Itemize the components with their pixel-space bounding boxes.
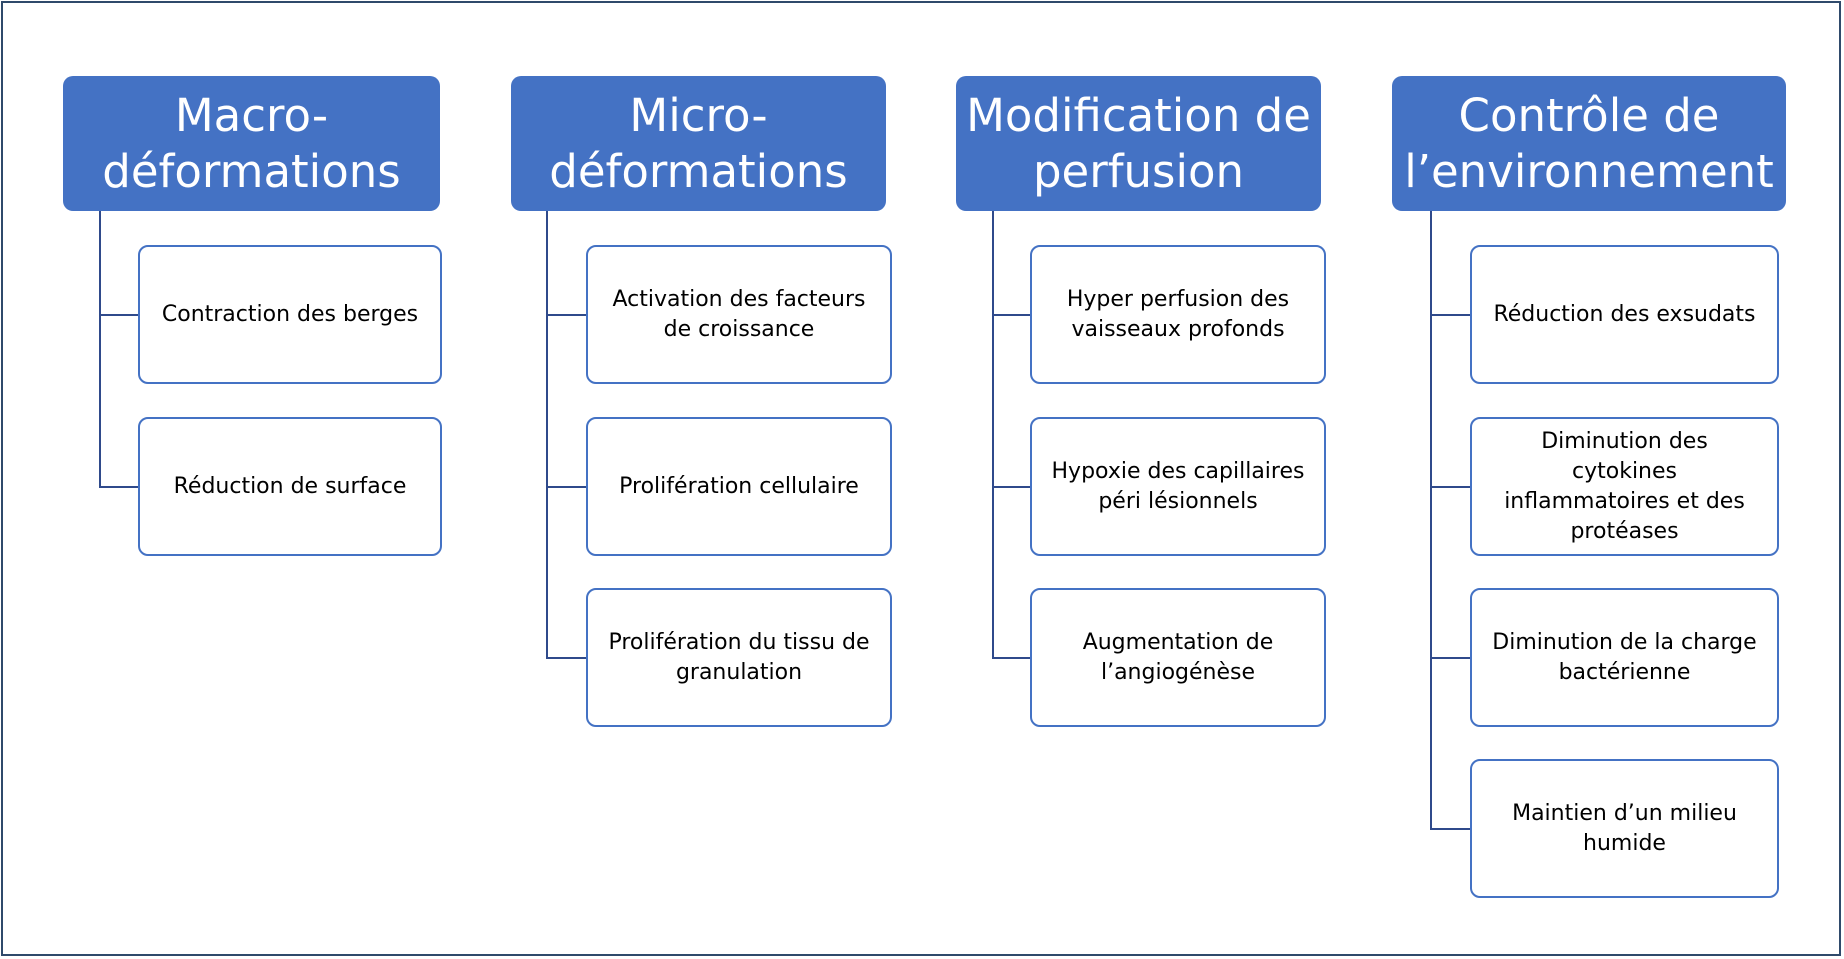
child-node-text: Augmentation de l’angiogénèse xyxy=(1082,629,1274,685)
connector-branch-1-1 xyxy=(99,314,139,316)
child-node-text: Prolifération cellulaire xyxy=(619,473,859,499)
connector-trunk-2 xyxy=(546,211,548,659)
child-node-text: Activation des facteurs de croissance xyxy=(612,286,866,342)
column-header-macro-deformations: Macro- déformations xyxy=(63,76,440,211)
child-node-text: Prolifération du tissu de granulation xyxy=(608,629,870,685)
connector-branch-2-1 xyxy=(546,314,588,316)
column-header-text: Contrôle de l’environnement xyxy=(1404,88,1774,198)
column-header-controle-de-l-environnement: Contrôle de l’environnement xyxy=(1392,76,1786,211)
connector-branch-4-3 xyxy=(1430,657,1472,659)
connector-branch-1-2 xyxy=(99,486,139,488)
child-node: Diminution de la charge bactérienne xyxy=(1470,588,1779,727)
child-node-text: Contraction des berges xyxy=(161,301,419,327)
child-node: Réduction des exsudats xyxy=(1470,245,1779,384)
column-header-text: Micro- déformations xyxy=(549,88,848,198)
child-node: Hyper perfusion des vaisseaux profonds xyxy=(1030,245,1326,384)
child-node-text: Hyper perfusion des vaisseaux profonds xyxy=(1066,286,1290,342)
child-node: Prolifération du tissu de granulation xyxy=(586,588,892,727)
column-header-modification-de-perfusion: Modification de perfusion xyxy=(956,76,1321,211)
connector-trunk-3 xyxy=(992,211,994,659)
connector-branch-3-3 xyxy=(992,657,1032,659)
child-node: Contraction des berges xyxy=(138,245,442,384)
connector-branch-3-2 xyxy=(992,486,1032,488)
child-node: Augmentation de l’angiogénèse xyxy=(1030,588,1326,727)
connector-branch-3-1 xyxy=(992,314,1032,316)
child-node: Maintien d’un milieu humide xyxy=(1470,759,1779,898)
child-node: Diminution des cytokines inflammatoires … xyxy=(1470,417,1779,556)
child-node-text: Réduction de surface xyxy=(173,473,407,499)
connector-trunk-4 xyxy=(1430,211,1432,830)
child-node: Réduction de surface xyxy=(138,417,442,556)
child-node-text: Réduction des exsudats xyxy=(1493,301,1756,327)
connector-branch-4-4 xyxy=(1430,828,1472,830)
connector-trunk-1 xyxy=(99,211,101,488)
child-node: Activation des facteurs de croissance xyxy=(586,245,892,384)
connector-branch-2-3 xyxy=(546,657,588,659)
column-header-text: Modification de perfusion xyxy=(966,88,1311,198)
column-header-micro-deformations: Micro- déformations xyxy=(511,76,886,211)
child-node-text: Diminution des cytokines inflammatoires … xyxy=(1504,428,1745,544)
child-node-text: Maintien d’un milieu humide xyxy=(1512,800,1737,856)
connector-branch-4-1 xyxy=(1430,314,1472,316)
connector-branch-4-2 xyxy=(1430,486,1472,488)
child-node-text: Hypoxie des capillaires péri lésionnels xyxy=(1051,458,1305,514)
child-node: Prolifération cellulaire xyxy=(586,417,892,556)
connector-branch-2-2 xyxy=(546,486,588,488)
child-node-text: Diminution de la charge bactérienne xyxy=(1492,629,1757,685)
column-header-text: Macro- déformations xyxy=(102,88,401,198)
child-node: Hypoxie des capillaires péri lésionnels xyxy=(1030,417,1326,556)
